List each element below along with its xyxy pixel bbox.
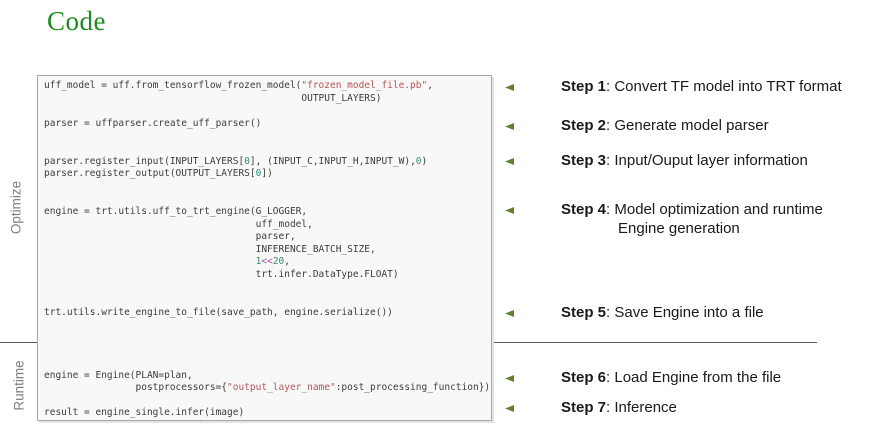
code-line: parser, bbox=[44, 231, 296, 243]
code-line: uff_model = uff.from_tensorflow_frozen_m… bbox=[44, 80, 433, 91]
left-arrow-icon bbox=[505, 123, 548, 130]
code-line bbox=[44, 282, 491, 295]
code-line bbox=[44, 130, 491, 143]
code-line: trt.utils.write_engine_to_file(save_path… bbox=[44, 306, 393, 318]
page-title: Code bbox=[47, 6, 106, 36]
step-row: Step 1: Convert TF model into TRT format bbox=[505, 77, 842, 96]
step-number: Step 1 bbox=[561, 78, 607, 95]
section-label-optimize: Optimize bbox=[8, 180, 24, 235]
step-text: Step 5: Save Engine into a file bbox=[561, 303, 764, 322]
code-line bbox=[44, 395, 491, 408]
section-divider-right bbox=[492, 342, 817, 343]
left-arrow-icon bbox=[505, 84, 548, 91]
step-description: : Input/Ouput layer information bbox=[606, 152, 808, 169]
code-line bbox=[44, 344, 491, 357]
step-row: Step 5: Save Engine into a file bbox=[505, 303, 764, 322]
step-description: : Generate model parser bbox=[606, 117, 769, 134]
step-text: Step 4: Model optimization and runtime E… bbox=[561, 200, 823, 238]
code-line bbox=[44, 143, 491, 156]
left-arrow-icon bbox=[505, 158, 548, 165]
step-description: : Convert TF model into TRT format bbox=[606, 78, 842, 95]
section-divider-left bbox=[0, 342, 39, 343]
code-line: uff_model, bbox=[44, 218, 313, 230]
code-line: parser.register_input(INPUT_LAYERS[0], (… bbox=[44, 155, 428, 167]
code-line: engine = trt.utils.uff_to_trt_engine(G_L… bbox=[44, 205, 308, 217]
code-line: 1<<20, bbox=[255, 256, 290, 268]
code-line bbox=[44, 332, 491, 345]
code-line bbox=[44, 319, 491, 332]
code-line: INFERENCE_BATCH_SIZE, bbox=[44, 243, 376, 255]
step-text: Step 7: Inference bbox=[561, 398, 677, 417]
code-block: uff_model = uff.from_tensorflow_frozen_m… bbox=[38, 76, 491, 420]
step-text: Step 2: Generate model parser bbox=[561, 116, 769, 135]
step-description: : Save Engine into a file bbox=[606, 304, 764, 321]
code-line bbox=[44, 294, 491, 307]
code-line: OUTPUT_LAYERS) bbox=[44, 92, 382, 104]
step-number: Step 3 bbox=[561, 152, 607, 169]
step-row: Step 2: Generate model parser bbox=[505, 116, 769, 135]
code-line: postprocessors={"output_layer_name":post… bbox=[44, 382, 491, 394]
left-arrow-icon bbox=[505, 310, 548, 317]
step-number: Step 6 bbox=[561, 369, 607, 386]
step-number: Step 7 bbox=[561, 399, 607, 416]
step-number: Step 5 bbox=[561, 304, 607, 321]
section-label-runtime: Runtime bbox=[11, 360, 27, 411]
step-number: Step 2 bbox=[561, 117, 607, 134]
code-line: parser.register_output(OUTPUT_LAYERS[0]) bbox=[44, 168, 273, 180]
code-line: parser = uffparser.create_uff_parser() bbox=[44, 117, 262, 129]
step-row: Step 6: Load Engine from the file bbox=[505, 368, 781, 387]
step-description-line2: Engine generation bbox=[618, 220, 740, 237]
code-line: engine = Engine(PLAN=plan, bbox=[44, 369, 193, 381]
step-row: Step 3: Input/Ouput layer information bbox=[505, 151, 808, 170]
step-row: Step 7: Inference bbox=[505, 398, 677, 417]
step-text: Step 3: Input/Ouput layer information bbox=[561, 151, 808, 170]
step-text: Step 1: Convert TF model into TRT format bbox=[561, 77, 842, 96]
step-number: Step 4 bbox=[561, 201, 607, 218]
step-row: Step 4: Model optimization and runtime E… bbox=[505, 200, 823, 238]
step-text: Step 6: Load Engine from the file bbox=[561, 368, 781, 387]
code-line: result = engine_single.infer(image) bbox=[44, 407, 245, 419]
code-panel: uff_model = uff.from_tensorflow_frozen_m… bbox=[37, 75, 492, 421]
left-arrow-icon bbox=[505, 207, 548, 214]
step-description: : Model optimization and runtime bbox=[606, 201, 823, 218]
left-arrow-icon bbox=[505, 405, 548, 412]
code-line bbox=[44, 357, 491, 370]
left-arrow-icon bbox=[505, 375, 548, 382]
code-line bbox=[44, 193, 491, 206]
step-description: : Load Engine from the file bbox=[606, 369, 782, 386]
code-line bbox=[44, 181, 491, 194]
step-description: : Inference bbox=[606, 399, 677, 416]
code-line bbox=[44, 105, 491, 118]
code-line: trt.infer.DataType.FLOAT) bbox=[44, 268, 399, 280]
